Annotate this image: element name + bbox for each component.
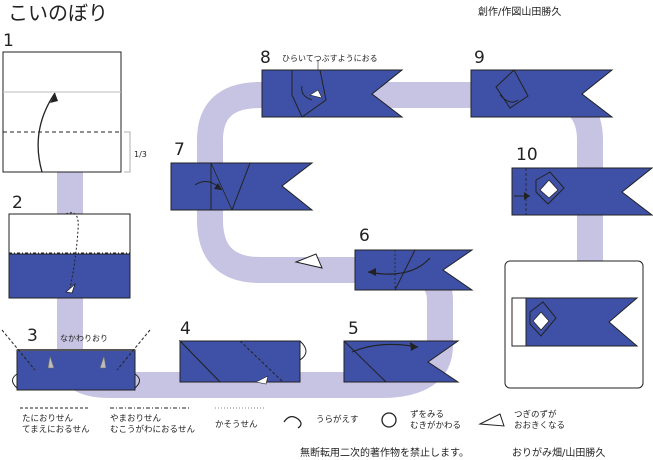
copyright-notice: 無断転用二次的著作物を禁止します。 <box>300 448 469 459</box>
step4-figure <box>178 339 307 385</box>
final-figure <box>504 260 644 389</box>
step10-figure <box>511 167 653 216</box>
step2-figure <box>8 212 131 299</box>
step9-figure <box>470 69 614 118</box>
step-number: 3 <box>27 326 38 346</box>
step-number: 6 <box>359 226 370 246</box>
step-number: 1 <box>3 31 14 51</box>
author-credit-top: 創作/作図山田勝久 <box>478 7 562 18</box>
legend-zoom: ずをみる むきがかわる <box>410 410 462 431</box>
open-squash-label: ひらいてつぶすようにおる <box>282 54 378 63</box>
legend-scale: つぎのずが おおきくなる <box>514 410 566 431</box>
turn-over-icon <box>283 415 302 429</box>
step3-figure <box>1 329 151 391</box>
step-number: 2 <box>12 193 23 213</box>
legend-mountain-fold: やまおりせん むこうがわにおるせん <box>110 414 196 435</box>
fraction-note: 1/3 <box>134 150 147 159</box>
step5-figure <box>343 340 460 383</box>
legend-valley-fold: たにおりせん てまえにおるせん <box>22 414 90 435</box>
step-number: 9 <box>474 48 485 68</box>
step-number: 5 <box>348 319 359 339</box>
scale-icon <box>478 413 505 427</box>
legend-turn-over: うらがえす <box>316 415 359 425</box>
step8-figure <box>261 60 404 118</box>
step-number: 7 <box>174 140 185 160</box>
step-number: 10 <box>516 145 538 165</box>
step1-figure <box>2 51 131 173</box>
zoom-icon <box>381 412 397 428</box>
page-title: こいのぼり <box>8 1 108 25</box>
author-credit-footer: おりがみ畑/山田勝久 <box>512 448 606 459</box>
step7-figure <box>170 162 314 211</box>
step6-figure <box>294 249 474 291</box>
step-number: 8 <box>260 48 271 68</box>
inside-reverse-fold-label: なかわりおり <box>60 334 108 343</box>
legend-crease-line: かそうせん <box>215 420 258 430</box>
step-number: 4 <box>180 319 191 339</box>
